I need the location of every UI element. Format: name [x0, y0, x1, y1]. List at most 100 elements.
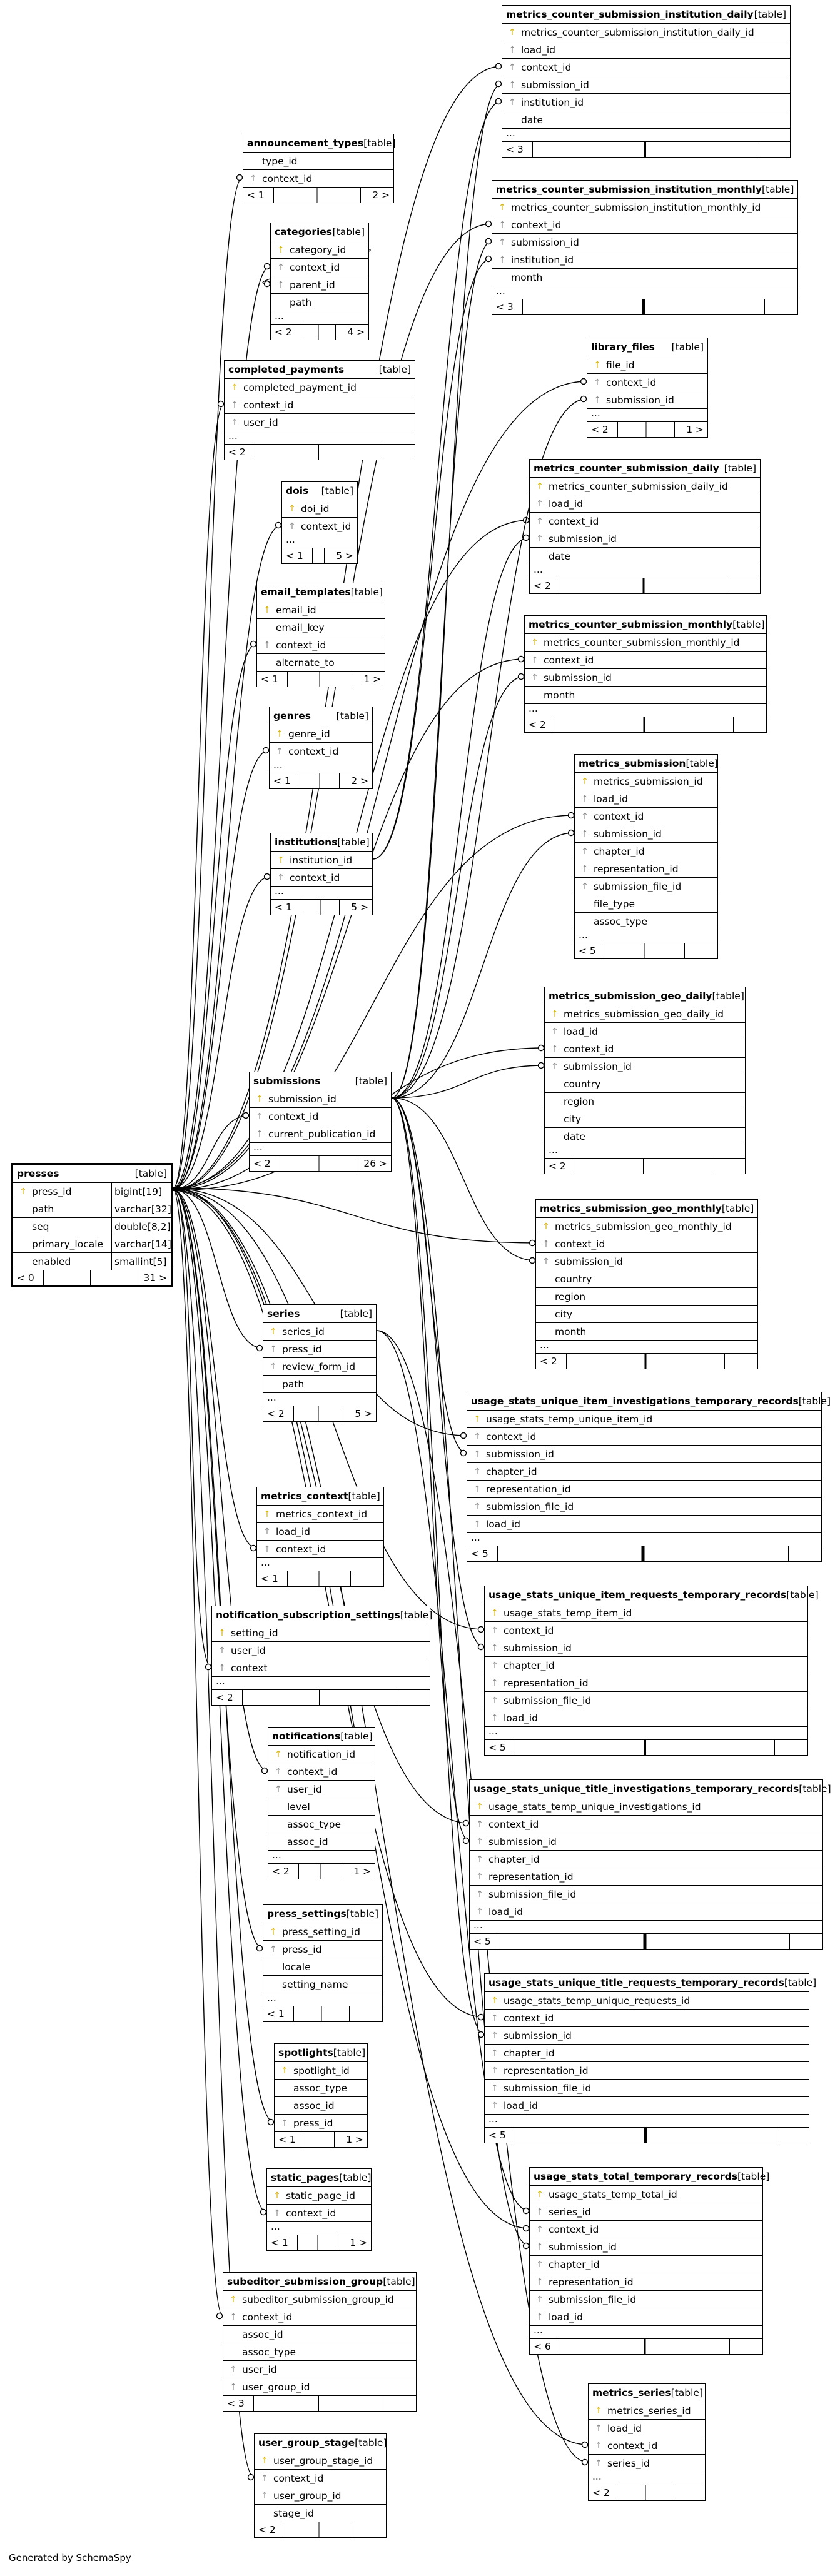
column-row[interactable]: ↑load_id [575, 790, 717, 808]
column-row[interactable]: ↑context_id [223, 2308, 416, 2326]
table-header[interactable]: categories[table] [271, 223, 368, 241]
parent-count[interactable]: < 2 [228, 446, 246, 458]
column-row[interactable]: ↑submission_file_id [467, 1498, 821, 1516]
column-row[interactable]: assoc_type [268, 1816, 375, 1833]
parent-count[interactable]: < 1 [261, 673, 278, 685]
column-row[interactable]: region [536, 1288, 757, 1306]
column-row[interactable]: assoc_type [575, 913, 717, 930]
column-row[interactable]: ↑load_id [589, 2420, 705, 2437]
child-count[interactable]: 26 > [363, 1158, 387, 1169]
column-row[interactable]: ↑user_id [268, 1781, 375, 1798]
child-count[interactable]: 5 > [351, 902, 368, 913]
parent-count[interactable]: < 1 [275, 902, 292, 913]
column-row[interactable]: ↑press_id [263, 1341, 376, 1358]
table-header[interactable]: usage_stats_unique_title_requests_tempor… [485, 1974, 816, 1992]
column-row[interactable]: ↑submission_id [250, 1090, 391, 1108]
column-row[interactable]: ↑context_id [467, 1428, 821, 1446]
column-row[interactable]: ↑context_id [485, 1622, 807, 1639]
table-header[interactable]: metrics_counter_submission_institution_m… [492, 181, 797, 199]
table-announcement-types[interactable]: announcement_types[table]type_id↑context… [243, 134, 396, 203]
table-header[interactable]: metrics_counter_submission_institution_d… [502, 6, 790, 24]
column-row[interactable]: ↑metrics_submission_geo_monthly_id [536, 1218, 757, 1235]
table-categories[interactable]: categories[table]↑category_id↑context_id… [270, 223, 369, 340]
column-row[interactable]: ↑file_id [587, 356, 707, 374]
column-row[interactable]: ↑load_id [485, 1709, 807, 1727]
table-series[interactable]: series[table]↑series_id↑press_id↑review_… [263, 1304, 377, 1422]
column-row[interactable]: ↑usage_stats_temp_unique_requests_id [485, 1992, 809, 2010]
table-usuiitr[interactable]: usage_stats_unique_item_investigations_t… [467, 1392, 831, 1562]
column-row[interactable]: ↑submission_id [530, 2238, 762, 2256]
child-count[interactable]: 5 > [355, 1408, 372, 1419]
column-row[interactable]: ↑press_setting_id [263, 1923, 382, 1941]
table-msgm[interactable]: metrics_submission_geo_monthly[table]↑me… [535, 1199, 758, 1369]
table-submissions[interactable]: submissions[table]↑submission_id↑context… [249, 1072, 392, 1172]
column-row[interactable]: ↑series_id [263, 1323, 376, 1341]
table-user-group-stage[interactable]: user_group_stage[table]↑user_group_stage… [254, 2433, 387, 2538]
column-row[interactable]: ↑submission_id [575, 825, 717, 843]
table-press-settings[interactable]: press_settings[table]↑press_setting_id↑p… [263, 1904, 383, 2022]
column-row[interactable]: ↑usage_stats_temp_item_id [485, 1604, 807, 1622]
column-row[interactable]: ↑context_id [250, 1108, 391, 1125]
parent-count[interactable]: < 2 [529, 719, 546, 730]
parent-count[interactable]: < 2 [591, 424, 609, 435]
parent-count[interactable]: < 5 [471, 1548, 488, 1559]
column-row[interactable]: ↑submission_id [467, 1446, 821, 1463]
column-row[interactable]: ↑user_id [223, 2361, 416, 2378]
column-row[interactable]: stage_id [255, 2505, 386, 2522]
column-row[interactable]: assoc_type [223, 2343, 416, 2361]
column-row[interactable]: ↑representation_id [575, 860, 717, 878]
column-row[interactable]: ↑submission_id [485, 2027, 809, 2045]
parent-count[interactable]: < 2 [253, 1158, 271, 1169]
column-row[interactable]: ↑usage_stats_temp_unique_item_id [467, 1411, 821, 1428]
column-row[interactable]: city [545, 1110, 745, 1128]
column-row[interactable]: alternate_to [257, 654, 385, 672]
column-row[interactable]: ↑subeditor_submission_group_id [223, 2291, 416, 2308]
column-row[interactable]: ↑submission_file_id [485, 2080, 809, 2097]
column-row[interactable]: month [492, 269, 797, 286]
column-row[interactable]: assoc_type [275, 2080, 367, 2097]
column-row[interactable]: ↑spotlight_id [275, 2062, 367, 2080]
column-row[interactable]: ↑submission_id [536, 1253, 757, 1270]
column-row[interactable]: ↑representation_id [485, 1674, 807, 1692]
table-notifications[interactable]: notifications[table]↑notification_id↑con… [268, 1727, 375, 1879]
table-institutions[interactable]: institutions[table]↑institution_id↑conte… [270, 833, 373, 915]
table-msgd[interactable]: metrics_submission_geo_daily[table]↑metr… [544, 987, 746, 1174]
table-header[interactable]: subeditor_submission_group[table] [223, 2273, 416, 2291]
table-header[interactable]: presses[table] [13, 1165, 171, 1183]
column-row[interactable]: ↑context_id [589, 2437, 705, 2455]
column-row[interactable]: ↑email_id [257, 601, 385, 619]
column-row[interactable]: ↑context_id [257, 636, 385, 654]
column-row[interactable]: ↑submission_id [485, 1639, 807, 1657]
column-row[interactable]: ↑chapter_id [485, 1657, 807, 1674]
column-row[interactable]: ↑context_id [470, 1816, 822, 1833]
column-row[interactable]: locale [263, 1958, 382, 1976]
table-header[interactable]: static_pages[table] [267, 2169, 372, 2187]
parent-count[interactable]: < 5 [473, 1936, 491, 1947]
parent-count[interactable]: < 6 [534, 2341, 551, 2352]
column-row[interactable]: ↑context_id [485, 2010, 809, 2027]
column-row[interactable]: ↑submission_id [545, 1058, 745, 1075]
column-row[interactable]: ↑context_id [575, 808, 717, 825]
column-row[interactable]: ↑context_id [536, 1235, 757, 1253]
parent-count[interactable]: < 3 [227, 2398, 245, 2409]
parent-count[interactable]: < 5 [579, 945, 596, 957]
column-row[interactable]: ↑setting_id [212, 1624, 430, 1642]
parent-count[interactable]: < 1 [267, 2008, 285, 2020]
table-header[interactable]: metrics_submission_geo_monthly[table] [536, 1200, 757, 1218]
table-notification-subscription-settings[interactable]: notification_subscription_settings[table… [211, 1606, 432, 1706]
table-static-pages[interactable]: static_pages[table]↑static_page_id↑conte… [266, 2168, 372, 2251]
child-count[interactable]: 1 > [363, 673, 381, 685]
parent-count[interactable]: < 3 [496, 301, 514, 313]
table-mcsim[interactable]: metrics_counter_submission_institution_m… [492, 180, 798, 315]
column-row[interactable]: file_type [575, 895, 717, 913]
column-row[interactable]: ↑metrics_series_id [589, 2402, 705, 2420]
parent-count[interactable]: < 2 [275, 326, 292, 338]
column-row[interactable]: ↑context_id [530, 513, 760, 530]
table-header[interactable]: press_settings[table] [263, 1905, 382, 1923]
